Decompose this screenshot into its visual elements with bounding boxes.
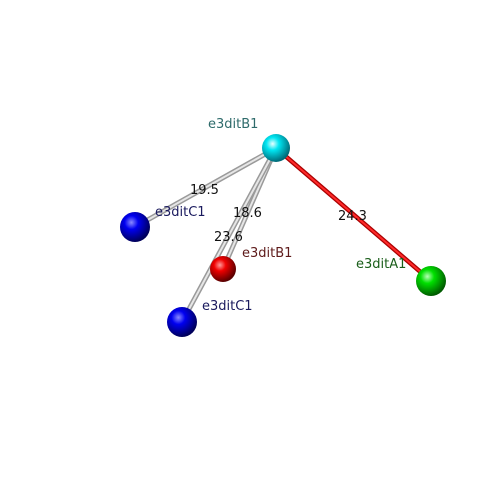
distance-labels: 19.5 18.6 23.6 24.3 [190,183,367,245]
atom-e3ditC1-left[interactable] [120,212,150,242]
atom-e3ditC1-low[interactable] [167,307,197,337]
bond-b1-c1-left [132,145,279,230]
bonds-layer [132,145,434,325]
atom-label: e3ditC1 [155,205,206,220]
distance-label: 18.6 [233,206,262,221]
distance-label: 19.5 [190,183,219,198]
distance-label: 23.6 [214,230,243,245]
bond-b1-c1-low [179,145,279,325]
atom-label: e3ditB1 [208,117,258,132]
atom-e3ditB1-top[interactable] [262,134,290,162]
bond-b1-a1-right [273,145,434,284]
atoms-layer [120,134,446,337]
atom-label: e3ditC1 [202,299,253,314]
atom-e3ditA1-right[interactable] [416,266,446,296]
atom-e3ditB1-mid[interactable] [210,256,236,282]
atom-label: e3ditA1 [356,257,406,272]
atom-label: e3ditB1 [242,246,292,261]
distance-label: 24.3 [338,209,367,224]
atom-labels: e3ditB1 e3ditC1 e3ditB1 e3ditC1 e3ditA1 [155,117,406,314]
